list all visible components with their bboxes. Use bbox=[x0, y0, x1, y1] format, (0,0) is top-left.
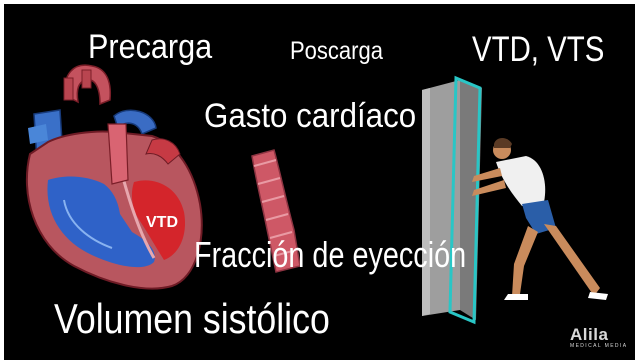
vtd-vts-label: VTD, VTS bbox=[472, 30, 605, 69]
poscarga-label: Poscarga bbox=[290, 37, 383, 65]
logo-brand: Alila bbox=[570, 325, 609, 344]
fraccion-eyeccion-label: Fracción de eyección bbox=[194, 234, 467, 275]
alila-logo: Alila MEDICAL MEDIA bbox=[570, 326, 627, 350]
gasto-cardiaco-label: Gasto cardíaco bbox=[204, 97, 417, 135]
heart-cross-section-icon bbox=[26, 64, 203, 290]
illustration-layer bbox=[26, 64, 608, 325]
volumen-sistolico-label: Volumen sistólico bbox=[54, 295, 330, 342]
blood-vessel-segment-icon bbox=[251, 149, 301, 273]
precarga-label: Precarga bbox=[88, 28, 213, 66]
heart-vtd-label: VTD bbox=[146, 214, 178, 231]
person-pushing-icon bbox=[472, 138, 608, 300]
wall-and-door-icon bbox=[422, 75, 482, 325]
logo-subtitle: MEDICAL MEDIA bbox=[570, 343, 628, 349]
animation-stage: Precarga Poscarga VTD, VTS Gasto cardíac… bbox=[4, 4, 635, 360]
